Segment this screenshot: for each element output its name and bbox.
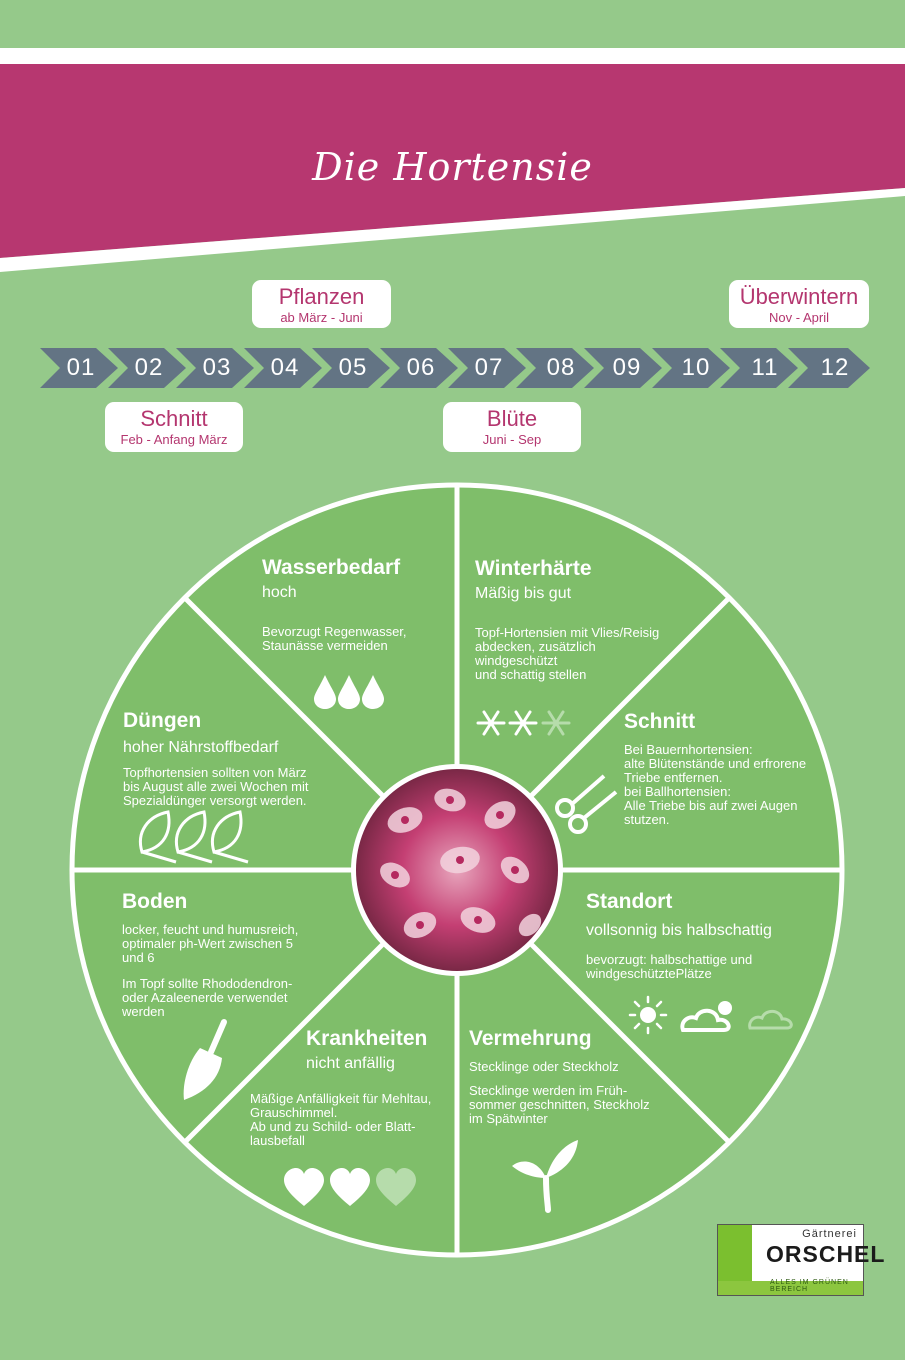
timeline-arrows (40, 348, 870, 388)
segment-description: Topfhortensien sollten von März bis Augu… (123, 765, 309, 808)
month-label: 02 (134, 354, 164, 381)
leaf-icon (139, 810, 249, 864)
segment-schnitt: Schnitt Bei Bauernhortensien: alte Blüte… (624, 709, 834, 827)
month-label: 06 (406, 354, 436, 381)
segment-title: Düngen (123, 709, 202, 732)
segment-title: Schnitt (624, 710, 696, 733)
callout-schnitt-sub: Feb - Anfang März (120, 432, 228, 447)
segment-boden: Boden locker, feucht und humusreich, opt… (122, 889, 327, 1019)
callout-schnitt: Schnitt Feb - Anfang März (105, 402, 243, 452)
segment-description: Bei Bauernhortensien: alte Blütenstände … (624, 742, 807, 827)
callout-ueberwintern-sub: Nov - April (769, 310, 829, 325)
month-label: 12 (820, 354, 850, 381)
scissors-icon (555, 774, 618, 834)
callout-ueberwintern: Überwintern Nov - April (729, 280, 869, 328)
hydrangea-centers (391, 796, 519, 929)
callout-pflanzen-sub: ab März - Juni (280, 310, 363, 325)
water-drop-icon (314, 675, 384, 709)
segment-subtitle: hoher Nährstoffbedarf (123, 739, 279, 756)
month-label: 08 (546, 354, 576, 381)
segment-subtitle: Mäßig bis gut (475, 585, 572, 602)
page-title: Die Hortensie (312, 145, 593, 189)
segment-title: Vermehrung (469, 1027, 592, 1050)
month-label: 09 (612, 354, 642, 381)
segment-title: Winterhärte (475, 557, 592, 580)
segment-winterhaerte: Winterhärte Mäßig bis gut Topf-Hortensie… (475, 556, 695, 682)
segment-subtitle: nicht anfällig (306, 1055, 395, 1072)
callout-bluete-title: Blüte (486, 406, 538, 431)
segment-description-2: Im Topf sollte Rhododendron- oder Azalee… (122, 976, 293, 1019)
top-band (0, 48, 905, 64)
segment-title: Boden (122, 890, 188, 913)
sprout-icon (512, 1140, 578, 1213)
segment-description: Mäßige Anfälligkeit für Mehltau, Grausch… (250, 1091, 432, 1148)
sun-cloud-icon (628, 995, 793, 1035)
segment-description: Topf-Hortensien mit Vlies/Reisig abdecke… (475, 625, 660, 682)
segment-description: Stecklinge werden im Früh- sommer geschn… (469, 1083, 650, 1126)
title-banner (0, 64, 905, 258)
snowflake-icon (476, 710, 571, 736)
company-logo: Gärtnerei ORSCHEL ALLES IM GRÜNEN BEREIC… (717, 1224, 884, 1296)
segment-wasserbedarf: Wasserbedarf hoch Bevorzugt Regenwasser,… (262, 555, 447, 653)
segment-subtitle: Stecklinge oder Steckholz (469, 1059, 619, 1074)
segment-title: Standort (586, 890, 673, 913)
segment-subtitle: hoch (262, 584, 297, 601)
callout-pflanzen: Pflanzen ab März - Juni (252, 280, 391, 328)
logo-bar (718, 1281, 863, 1295)
month-label: 10 (681, 354, 711, 381)
logo-main-text: ORSCHEL (766, 1241, 886, 1267)
segment-vermehrung: Vermehrung Stecklinge oder Steckholz Ste… (469, 1026, 679, 1126)
month-label: 07 (474, 354, 504, 381)
callout-schnitt-title: Schnitt (140, 406, 208, 431)
month-label: 01 (66, 354, 96, 381)
callout-pflanzen-title: Pflanzen (278, 284, 365, 309)
heart-icon (284, 1168, 416, 1206)
segment-title: Krankheiten (306, 1027, 428, 1050)
segment-standort: Standort vollsonnig bis halbschattig bev… (586, 889, 831, 981)
month-label: 05 (338, 354, 368, 381)
month-label: 11 (751, 354, 779, 381)
trowel-icon (183, 1019, 227, 1100)
segment-subtitle: vollsonnig bis halbschattig (586, 922, 772, 939)
banner-white-edge (0, 188, 905, 272)
month-label: 03 (202, 354, 232, 381)
segment-description: locker, feucht und humusreich, optimaler… (122, 922, 299, 965)
logo-sub-text: ALLES IM GRÜNEN BEREICH (770, 1279, 849, 1293)
callout-ueberwintern-title: Überwintern (739, 284, 859, 309)
logo-top-text: Gärtnerei (802, 1228, 857, 1240)
segment-description: bevorzugt: halbschattige und windgeschüt… (586, 952, 753, 981)
callout-bluete: Blüte Juni - Sep (443, 402, 581, 452)
segment-krankheiten: Krankheiten nicht anfällig Mäßige Anfäll… (250, 1026, 450, 1148)
callout-bluete-sub: Juni - Sep (482, 432, 542, 447)
month-label: 04 (270, 354, 300, 381)
segment-title: Wasserbedarf (262, 556, 401, 579)
segment-description: Bevorzugt Regenwasser, Staunässe vermeid… (262, 624, 407, 653)
segment-duengen: Düngen hoher Nährstoffbedarf Topfhortens… (123, 708, 338, 808)
logo-green-block (718, 1225, 752, 1281)
